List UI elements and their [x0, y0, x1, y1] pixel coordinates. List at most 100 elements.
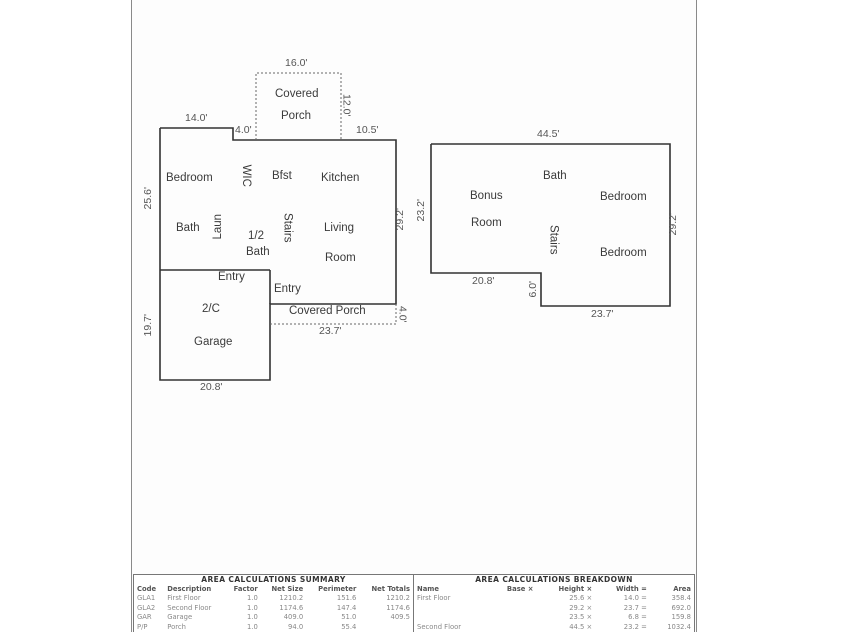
cell: 147.4 — [336, 603, 357, 612]
breakdown-header: Name — [417, 585, 439, 593]
cell: 1210.2 — [386, 594, 410, 602]
cell: 409.0 — [283, 613, 304, 621]
room-kitchen: Kitchen — [321, 172, 360, 184]
dim-right-height: 29.2' — [393, 208, 406, 231]
room-bath: Bath — [176, 222, 200, 234]
room-garage: Garage — [194, 336, 233, 348]
cell: GAR — [137, 613, 152, 621]
cell: 409.5 — [390, 613, 410, 621]
dim-front-porch-depth: 4.0' — [396, 305, 409, 323]
room-wic: WIC — [239, 164, 252, 187]
covered-porch-front — [270, 304, 397, 325]
cell — [488, 604, 536, 614]
room-half-bath: Bath — [246, 246, 270, 258]
cell: 1174.6 — [279, 603, 304, 612]
cell: 23.2 = — [623, 622, 647, 631]
cell: 55.4 — [341, 622, 357, 631]
cell: 23.5 × — [569, 613, 593, 621]
label-covered-top: Covered — [275, 88, 319, 100]
cell — [488, 613, 536, 623]
dim-left-height: 25.6' — [141, 187, 154, 210]
label-porch-top: Porch — [281, 110, 312, 122]
room2-bonus: Bonus — [470, 190, 503, 202]
cell: 23.7 = — [623, 603, 647, 612]
breakdown-header: Width = — [615, 585, 647, 593]
table-row: P/P Porch 1.0 94.0 55.4 — [134, 623, 413, 632]
cell: 14.0 = — [623, 594, 647, 602]
dim-second-notch: 6.0' — [527, 280, 540, 298]
cell: 29.2 × — [569, 603, 593, 612]
room2-bedroom-1: Bedroom — [600, 191, 647, 203]
room-laundry: Laun — [212, 213, 225, 240]
room-garage-2c: 2/C — [202, 303, 220, 315]
cell: GLA1 — [137, 594, 156, 602]
table-row: GLA1 First Floor 1.0 1210.2 151.6 1210.2 — [134, 594, 413, 604]
cell: 1.0 — [246, 603, 258, 612]
cell: Porch — [167, 622, 186, 631]
dim-front-porch-width: 23.7' — [319, 325, 342, 337]
dim-bedroom-width: 14.0' — [185, 112, 208, 124]
cell: First Floor — [417, 594, 451, 602]
room2-stairs: Stairs — [547, 225, 560, 255]
dim-porch-depth: 12.0' — [340, 94, 353, 117]
dim-second-bottom-right: 23.7' — [591, 308, 614, 320]
cell — [488, 623, 536, 632]
cell: P/P — [137, 622, 148, 631]
cell: Garage — [167, 613, 193, 621]
room-entry-garage: Entry — [218, 271, 245, 283]
breakdown-header: Height × — [558, 585, 593, 593]
cell: 51.0 — [341, 613, 357, 621]
cell: 692.0 — [671, 603, 691, 612]
breakdown-header: Area — [673, 585, 691, 593]
dim-second-top: 44.5' — [537, 128, 560, 140]
table-row: 23.5 × 6.8 = 159.8 — [414, 613, 694, 623]
summary-header: Net Totals — [371, 585, 410, 593]
room-bfst: Bfst — [272, 170, 292, 182]
table-row: 29.2 × 23.7 = 692.0 — [414, 604, 694, 614]
cell: 159.8 — [671, 613, 691, 621]
summary-header: Perimeter — [318, 585, 357, 593]
room-covered-porch: Covered Porch — [289, 305, 366, 317]
dim-second-right: 29.2' — [666, 213, 679, 236]
summary-title: AREA CALCULATIONS SUMMARY — [201, 575, 346, 584]
breakdown-header: Base × — [506, 585, 534, 593]
room-entry-main: Entry — [274, 283, 301, 295]
summary-header-row: Code Description Factor Net Size Perimet… — [134, 585, 413, 594]
covered-porch-top — [255, 72, 342, 140]
cell — [488, 594, 536, 604]
second-floor-outline — [430, 143, 671, 307]
room-living-room: Room — [325, 252, 356, 264]
cell: 44.5 × — [569, 622, 593, 631]
cell: 1174.6 — [386, 603, 410, 612]
cell: 1210.2 — [279, 594, 304, 602]
table-row: First Floor 25.6 × 14.0 = 358.4 — [414, 594, 694, 604]
area-calculations: AREA CALCULATIONS SUMMARY Code Descripti… — [133, 574, 695, 632]
room-stairs: Stairs — [281, 213, 294, 243]
cell: Second Floor — [167, 603, 212, 612]
cell: 1.0 — [246, 622, 258, 631]
summary-header: Net Size — [271, 585, 304, 593]
room2-bath: Bath — [543, 170, 567, 182]
cell: 25.6 × — [569, 594, 593, 602]
summary-header: Code — [137, 585, 157, 593]
table-row: GLA2 Second Floor 1.0 1174.6 147.4 1174.… — [134, 604, 413, 614]
document-page — [131, 0, 697, 632]
table-row: GAR Garage 1.0 409.0 51.0 409.5 — [134, 613, 413, 623]
room-living: Living — [324, 222, 355, 234]
dim-wic-step: 4.0' — [235, 124, 252, 136]
cell: 358.4 — [671, 594, 691, 602]
cell: 1032.4 — [667, 622, 691, 631]
breakdown-title: AREA CALCULATIONS BREAKDOWN — [475, 575, 633, 584]
cell — [414, 613, 488, 623]
summary-header: Factor — [233, 585, 258, 593]
cell: First Floor — [167, 594, 201, 602]
room-half: 1/2 — [248, 230, 264, 242]
breakdown-header-row: Name Base × Height × Width = Area — [414, 585, 694, 594]
dim-kitchen-top: 10.5' — [356, 124, 379, 136]
cell — [414, 604, 488, 614]
dim-garage-height: 19.7' — [141, 314, 154, 337]
cell: 151.6 — [336, 594, 357, 602]
dim-garage-width: 20.8' — [200, 381, 223, 393]
area-breakdown-table: AREA CALCULATIONS BREAKDOWN Name Base × … — [414, 575, 694, 632]
